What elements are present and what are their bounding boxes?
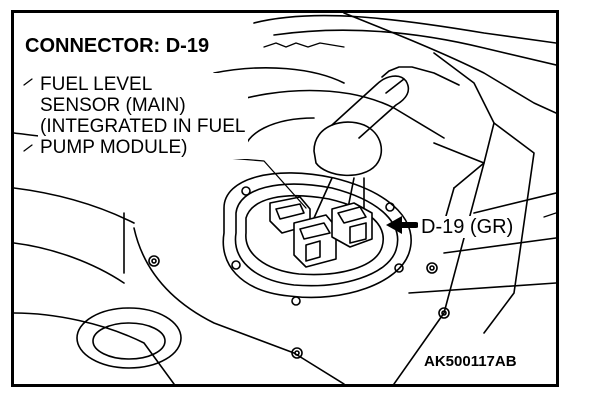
figure-code: AK500117AB bbox=[422, 353, 519, 370]
pump-flange bbox=[222, 172, 412, 306]
connector-arrow bbox=[386, 216, 419, 234]
pump-connectors bbox=[269, 196, 373, 268]
connector-label: D-19 (GR) bbox=[418, 216, 517, 238]
fuel-pump-illustration bbox=[14, 13, 556, 384]
diagram-frame: CONNECTOR: D-19 FUEL LEVEL SENSOR (MAIN)… bbox=[11, 10, 559, 387]
sensor-label-line: FUEL LEVEL bbox=[40, 74, 153, 95]
panel-recess bbox=[76, 307, 182, 369]
body-panel-lines bbox=[14, 13, 556, 384]
sensor-label-line: PUMP MODULE) bbox=[40, 137, 188, 158]
fuel-level-sensor-label: FUEL LEVEL SENSOR (MAIN) (INTEGRATED IN … bbox=[38, 73, 248, 159]
sensor-label-line: (INTEGRATED IN FUEL bbox=[40, 116, 246, 137]
pump-module-top bbox=[313, 66, 460, 219]
sensor-label-line: SENSOR (MAIN) bbox=[40, 95, 186, 116]
leader-lines bbox=[23, 42, 556, 218]
connector-title: CONNECTOR: D-19 bbox=[22, 35, 213, 57]
